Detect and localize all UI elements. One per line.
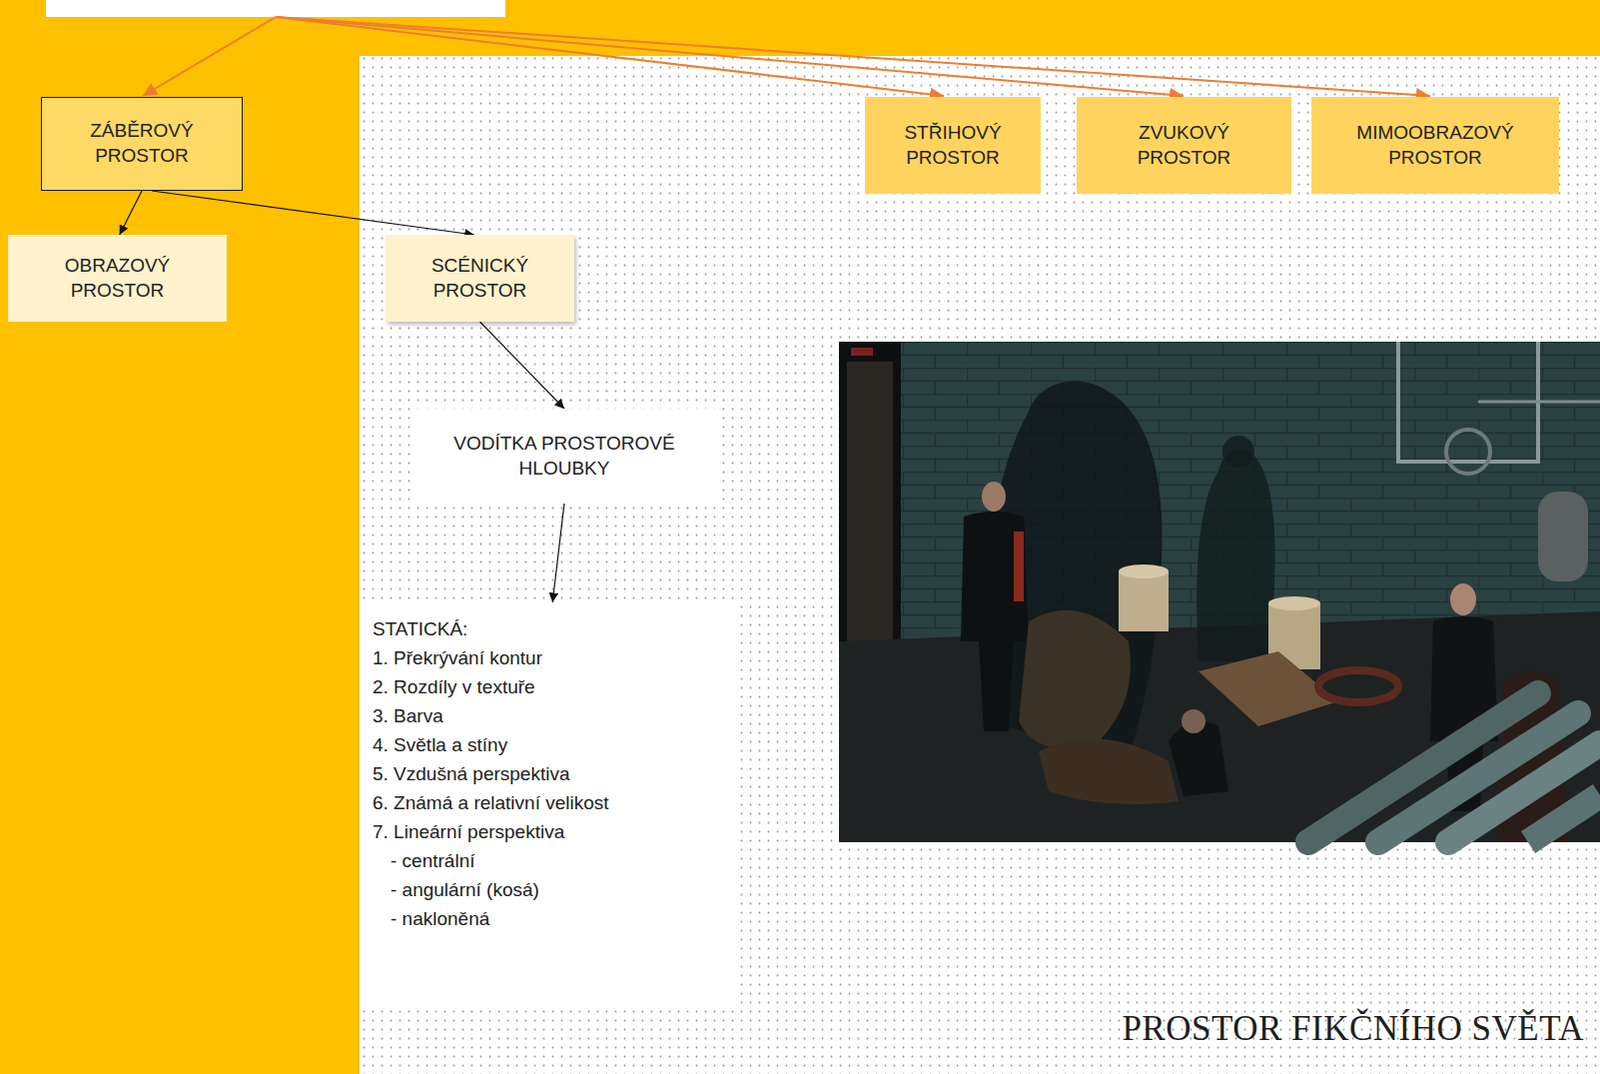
crouching-figure [1168, 721, 1229, 797]
text-stack: STŘIHOVÝ PROSTOR [887, 120, 1018, 170]
man-head [981, 481, 1006, 512]
cue-box: VODÍTKA PROSTOROVÉ HLOUBKY [411, 408, 718, 504]
text-stack: MIMOOBRAZOVÝ PROSTOR [1340, 120, 1531, 170]
box-label: SCÉNICKÝ PROSTOR [405, 253, 556, 303]
text-stack: OBRAZOVÝ PROSTOR [42, 253, 193, 303]
pipe [1448, 743, 1600, 842]
text-stack: SCÉNICKÝ PROSTOR [405, 253, 556, 303]
barrel-top [1118, 564, 1169, 579]
extinguisher [1013, 531, 1024, 602]
connector-arrow [119, 190, 142, 235]
text-stack: STATICKÁ:1. Překrývání kontur2. Rozdíly … [372, 614, 610, 933]
barrel [1118, 571, 1169, 632]
top-white-box [45, 0, 506, 17]
orange-arrow [275, 16, 1184, 96]
rope-pile [1018, 610, 1131, 749]
hose-coil [1318, 670, 1399, 703]
connector-arrow [151, 190, 475, 235]
orange-arrow [275, 16, 1431, 96]
text-stack: ZVUKOVÝ PROSTOR [1119, 120, 1250, 170]
dotted-panel [359, 55, 1600, 1074]
film-frame [838, 341, 1600, 842]
text-stack: ZÁBĚROVÝ PROSTOR [66, 118, 217, 168]
text-stack: VODÍTKA PROSTOROVÉ HLOUBKY [434, 431, 695, 481]
category-box: ZVUKOVÝ PROSTOR [1076, 96, 1292, 194]
connector-arrow [480, 321, 566, 409]
list-item: 3. Barva [372, 701, 610, 731]
subcategory-box: SCÉNICKÝ PROSTOR [385, 234, 575, 322]
box-label: STŘIHOVÝ PROSTOR [887, 120, 1018, 170]
exit-sign [850, 347, 873, 356]
man-suit [960, 511, 1029, 732]
box-label: VODÍTKA PROSTOROVÉ HLOUBKY [434, 431, 695, 481]
figure-shadow [1196, 449, 1275, 662]
connector-arrow [552, 503, 565, 603]
man-head [1450, 583, 1477, 616]
lying-figure [1038, 738, 1179, 804]
category-box: ZÁBĚROVÝ PROSTOR [40, 96, 243, 191]
frame-ground [838, 341, 1600, 842]
list-item: 6. Známá a relativní velikost [372, 788, 610, 817]
list-box: STATICKÁ:1. Překrývání kontur2. Rozdíly … [362, 602, 736, 1006]
list-item: 1. Překrývání kontur [372, 643, 610, 673]
category-box: STŘIHOVÝ PROSTOR [864, 96, 1041, 194]
box-label: ZÁBĚROVÝ PROSTOR [66, 118, 217, 168]
list-item: 2. Rozdíly v textuře [372, 672, 610, 702]
list-item: - centrální [372, 845, 610, 875]
subcategory-box: OBRAZOVÝ PROSTOR [7, 234, 227, 322]
arrow-fan [142, 16, 1431, 96]
box-label: OBRAZOVÝ PROSTOR [42, 253, 193, 303]
list-item: 7. Lineární perspektiva [372, 816, 610, 846]
category-box: MIMOOBRAZOVÝ PROSTOR [1311, 96, 1560, 194]
orange-arrow [142, 16, 276, 96]
barrel-top [1268, 596, 1321, 611]
box-label: ZVUKOVÝ PROSTOR [1119, 120, 1250, 170]
pipe [1528, 795, 1600, 842]
crouching-head [1181, 709, 1206, 734]
box-label: MIMOOBRAZOVÝ PROSTOR [1340, 120, 1531, 170]
valve-wheel [1446, 429, 1491, 474]
wall-pipe [1478, 400, 1600, 404]
list-item: 5. Vzdušná perspektiva [372, 759, 610, 789]
list-item: - nakloněná [372, 903, 610, 933]
shadow-head [1222, 435, 1255, 468]
list-item: STATICKÁ: [372, 614, 610, 644]
list-item: 4. Světla a stíny [372, 730, 610, 760]
slide-title: PROSTOR FIKČNÍHO SVĚTA [1121, 1008, 1585, 1049]
door-leaf [846, 361, 893, 662]
wall-tank [1538, 491, 1589, 582]
list-item: - angulární (kosá) [372, 874, 610, 904]
